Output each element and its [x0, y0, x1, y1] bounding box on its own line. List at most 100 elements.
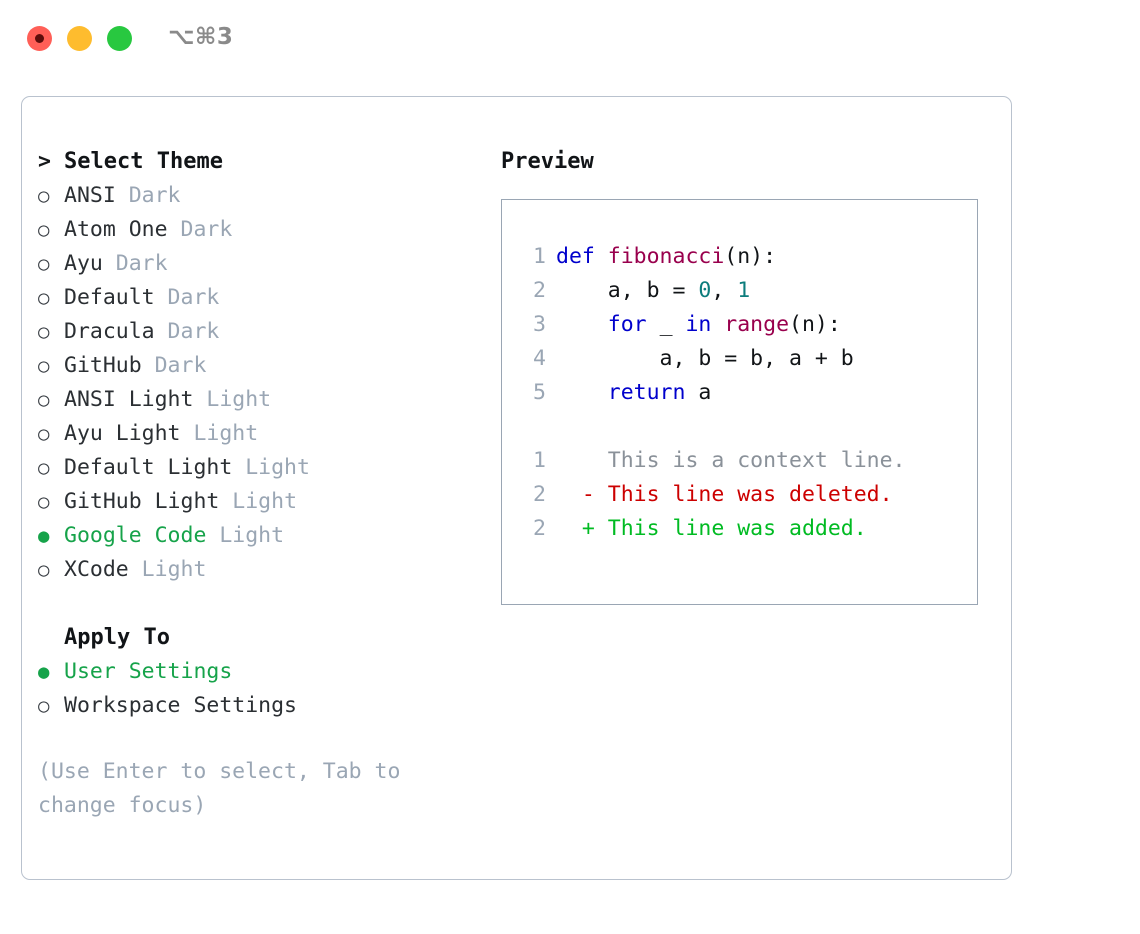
- diff-sample: 1 This is a context line. 2 - This line w…: [502, 444, 977, 546]
- theme-selector: >Select Theme ○ANSI Dark○Atom One Dark○A…: [38, 145, 498, 823]
- line-number: 2: [533, 482, 546, 507]
- apply-to-header: Apply To: [38, 621, 498, 655]
- code-token: return: [607, 380, 699, 405]
- line-number: 4: [533, 346, 546, 371]
- code-token: a, b =: [556, 278, 699, 303]
- window-shortcut-label: ⌥⌘3: [168, 24, 234, 50]
- theme-variant-tag: Light: [206, 523, 285, 548]
- theme-name: Dracula: [64, 319, 155, 344]
- theme-list-item[interactable]: ○ GitHub Light Light: [38, 485, 498, 519]
- theme-list-item[interactable]: ○ GitHub Dark: [38, 349, 498, 383]
- diff-line: 1 This is a context line.: [502, 444, 977, 478]
- theme-list-item[interactable]: ○ Ayu Light Light: [38, 417, 498, 451]
- code-token: for: [607, 312, 660, 337]
- code-token: a: [698, 380, 712, 405]
- code-token: 1: [737, 278, 751, 303]
- code-line: 4 a, b = b, a + b: [502, 342, 977, 376]
- apply-to-option[interactable]: ○ Workspace Settings: [38, 689, 498, 723]
- line-number: 1: [533, 448, 546, 473]
- radio-selected-icon[interactable]: ●: [38, 525, 50, 547]
- radio-unselected-icon[interactable]: ○: [38, 355, 50, 377]
- theme-name: Google Code: [64, 523, 207, 548]
- radio-selected-icon[interactable]: ●: [38, 661, 50, 683]
- code-diff-spacer: [502, 410, 977, 444]
- maximize-button[interactable]: [107, 26, 132, 51]
- code-token: _: [659, 312, 686, 337]
- theme-list-item[interactable]: ○Ayu Dark: [38, 247, 498, 281]
- page-title: Select Theme: [64, 149, 223, 174]
- theme-list-item[interactable]: ● Google Code Light: [38, 519, 498, 553]
- diff-text: - This line was deleted.: [556, 482, 893, 507]
- line-number: 5: [533, 380, 546, 405]
- theme-name: GitHub: [64, 353, 142, 378]
- apply-to-label: Apply To: [64, 625, 170, 650]
- theme-list-item[interactable]: ○ Dracula Dark: [38, 315, 498, 349]
- diff-line: 2 + This line was added.: [502, 512, 977, 546]
- theme-variant-tag: Dark: [102, 251, 168, 276]
- theme-list-item[interactable]: ○ ANSI Light Light: [38, 383, 498, 417]
- theme-variant-tag: Light: [193, 387, 272, 412]
- minimize-button[interactable]: [67, 26, 92, 51]
- theme-variant-tag: Light: [128, 557, 207, 582]
- code-line: 5 return a: [502, 376, 977, 410]
- theme-variant-tag: Light: [180, 421, 259, 446]
- line-number: 2: [533, 516, 546, 541]
- theme-list-item[interactable]: ○ XCode Light: [38, 553, 498, 587]
- theme-variant-tag: Dark: [141, 353, 207, 378]
- code-token: 0: [698, 278, 712, 303]
- theme-list-item[interactable]: ○ANSI Dark: [38, 179, 498, 213]
- code-line: 3 for _ in range(n):: [502, 308, 977, 342]
- radio-unselected-icon[interactable]: ○: [38, 321, 50, 343]
- radio-unselected-icon[interactable]: ○: [38, 185, 50, 207]
- theme-list-item[interactable]: ○ Atom One Dark: [38, 213, 498, 247]
- preview-title: Preview: [501, 149, 594, 174]
- code-token: (n):: [724, 244, 777, 269]
- theme-list: ○ANSI Dark○Atom One Dark○Ayu Dark○Defaul…: [38, 179, 498, 587]
- radio-unselected-icon[interactable]: ○: [38, 491, 50, 513]
- code-token: def: [556, 244, 608, 269]
- line-number: 2: [533, 278, 546, 303]
- theme-name: XCode: [64, 557, 129, 582]
- theme-name: Ayu Light: [64, 421, 181, 446]
- code-token: [556, 312, 608, 337]
- theme-variant-tag: Dark: [167, 217, 233, 242]
- code-token: ,: [711, 278, 738, 303]
- main-panel: >Select Theme ○ANSI Dark○Atom One Dark○A…: [21, 96, 1012, 880]
- keyboard-hint: (Use Enter to select, Tab to change focu…: [38, 759, 401, 818]
- radio-unselected-icon[interactable]: ○: [38, 423, 50, 445]
- theme-name: Atom One: [64, 217, 168, 242]
- radio-unselected-icon[interactable]: ○: [38, 219, 50, 241]
- code-token: fibonacci: [607, 244, 725, 269]
- apply-to-option-label: Workspace Settings: [64, 693, 297, 718]
- theme-list-item[interactable]: ○Default Dark: [38, 281, 498, 315]
- apply-to-option-label: User Settings: [64, 659, 233, 684]
- theme-variant-tag: Dark: [154, 319, 220, 344]
- radio-unselected-icon[interactable]: ○: [38, 287, 50, 309]
- diff-text: This is a context line.: [556, 448, 906, 473]
- apply-to-option[interactable]: ● User Settings: [38, 655, 498, 689]
- radio-unselected-icon[interactable]: ○: [38, 695, 50, 717]
- close-button[interactable]: [27, 26, 52, 51]
- line-number: 1: [533, 244, 546, 269]
- code-line: 1 def fibonacci(n):: [502, 240, 977, 274]
- theme-variant-tag: Dark: [154, 285, 220, 310]
- theme-name: GitHub Light: [64, 489, 220, 514]
- code-line: 2 a, b = 0, 1: [502, 274, 977, 308]
- theme-variant-tag: Light: [219, 489, 298, 514]
- theme-name: ANSI Light: [64, 387, 194, 412]
- radio-unselected-icon[interactable]: ○: [38, 253, 50, 275]
- theme-name: ANSI: [64, 183, 116, 208]
- radio-unselected-icon[interactable]: ○: [38, 559, 50, 581]
- code-token: a, b = b, a + b: [556, 346, 854, 371]
- code-token: [556, 380, 608, 405]
- title-bar: ⌥⌘3: [0, 0, 1140, 76]
- theme-list-item[interactable]: ○Default Light Light: [38, 451, 498, 485]
- radio-unselected-icon[interactable]: ○: [38, 457, 50, 479]
- select-theme-header: >Select Theme: [38, 145, 498, 179]
- radio-unselected-icon[interactable]: ○: [38, 389, 50, 411]
- code-token: in: [685, 312, 725, 337]
- theme-name: Default Light: [64, 455, 233, 480]
